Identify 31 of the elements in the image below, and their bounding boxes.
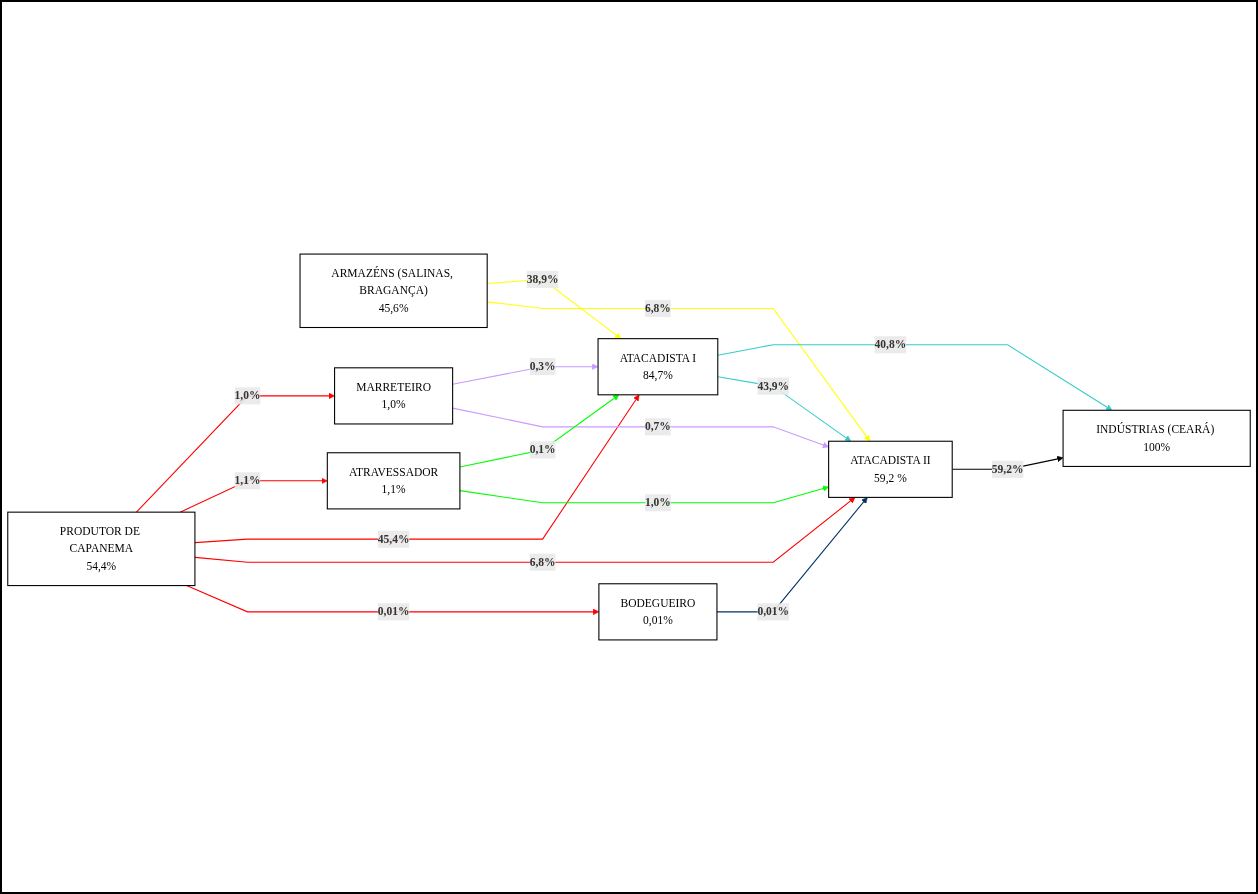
arrow	[716, 497, 868, 613]
edge-label: 6,8%	[529, 555, 556, 568]
node-box: MARRETEIRO 1,0%	[334, 367, 454, 425]
edge-label: 0,01%	[757, 605, 790, 618]
edge-label: 0,3%	[529, 360, 556, 373]
arrow	[194, 394, 640, 544]
arrow	[717, 376, 852, 442]
edge-label: 0,1%	[529, 443, 556, 456]
arrow	[459, 485, 829, 504]
node-box: ATRAVESSADOR 1,1%	[326, 452, 461, 510]
node-box: INDÚSTRIAS (CEARÁ) 100%	[1062, 409, 1251, 467]
edge-label: 1,1%	[234, 474, 261, 487]
edge-label: 40,8%	[874, 338, 907, 351]
edge-label: 43,9%	[757, 379, 790, 392]
arrow	[459, 394, 620, 468]
edge-label: 45,4%	[377, 532, 410, 545]
edge-label: 1,0%	[644, 496, 671, 509]
arrow	[717, 344, 1113, 411]
edge-label: 38,9%	[526, 272, 559, 286]
arrow	[452, 407, 829, 448]
node-box: ATACADISTA II 59,2 %	[828, 440, 953, 498]
edge-label: 59,2%	[991, 462, 1024, 476]
edge-label: 0,7%	[644, 420, 671, 433]
node-box: BODEGUEIRO 0,01%	[598, 583, 718, 641]
node-box: ARMAZÉNS (SALINAS, BRAGANÇA) 45,6%	[299, 253, 488, 329]
edge-label: 1,0%	[234, 389, 261, 402]
edge-label: 0,01%	[377, 605, 410, 618]
arrow	[194, 497, 856, 563]
node-box: PRODUTOR DE CAPANEMA 54,4%	[7, 511, 196, 587]
node-box: ATACADISTA I 84,7%	[597, 338, 719, 396]
edge-label: 6,8%	[644, 301, 671, 315]
